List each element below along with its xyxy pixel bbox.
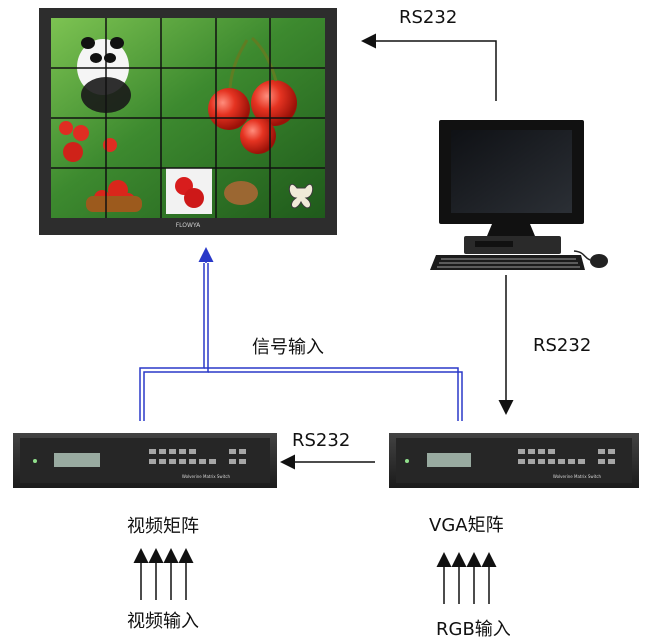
rs232-label-top: RS232	[399, 7, 458, 28]
signal-line-left-inner	[143, 263, 209, 421]
video-wall-brand: FLOWYA	[176, 222, 201, 229]
signal-line-right-inner	[208, 371, 463, 421]
vga-matrix-display	[427, 453, 471, 467]
rgb-input-label: RGB输入	[436, 619, 511, 640]
signal-input-label: 信号输入	[252, 337, 324, 358]
strawberry-2	[184, 188, 204, 208]
tomato-5	[108, 180, 128, 200]
monitor-screen	[451, 130, 572, 213]
video-matrix-buttons	[149, 449, 246, 464]
vga-matrix-buttons	[518, 449, 615, 464]
vga-matrix-device: Wolverine Matrix Switch	[389, 433, 639, 488]
cherry-stem-right	[250, 36, 278, 82]
vga-matrix-title: Wolverine Matrix Switch	[553, 474, 602, 479]
mouse-cable	[573, 250, 591, 261]
cherry-stem-left	[228, 39, 249, 89]
pc-drive-bay	[475, 241, 513, 247]
signal-connections	[139, 247, 463, 421]
panda-eye-right	[104, 53, 116, 63]
fruit-basket	[86, 196, 142, 212]
rs232-computer-to-wall	[361, 33, 497, 101]
keyboard-keys	[437, 258, 580, 268]
video-input-label: 视频输入	[127, 611, 199, 632]
cherry-large-right	[251, 80, 297, 126]
rs232-label-middle: RS232	[292, 430, 351, 451]
video-matrix-power-light	[33, 459, 37, 463]
signal-line-left-outer	[139, 263, 205, 421]
video-matrix-device: Wolverine Matrix Switch	[13, 433, 277, 488]
cherry-large-bottom	[240, 118, 276, 154]
video-matrix-label: 视频矩阵	[127, 516, 199, 537]
panda-eye-left	[90, 53, 102, 63]
computer	[430, 120, 608, 270]
tomato-3	[63, 142, 83, 162]
tomato-2	[73, 125, 89, 141]
butterfly-image	[288, 183, 314, 209]
input-arrows	[133, 548, 497, 604]
cherry-large-left	[208, 88, 250, 130]
video-matrix-display	[54, 453, 100, 467]
tomato-1	[59, 121, 73, 135]
panda-ear-left	[81, 37, 95, 49]
mouse	[590, 254, 608, 268]
video-wall: FLOWYA	[39, 8, 337, 235]
vga-matrix-power-light	[405, 459, 409, 463]
tomato-4	[103, 138, 117, 152]
video-matrix-title: Wolverine Matrix Switch	[182, 474, 231, 479]
monitor-stand	[487, 224, 535, 236]
rs232-label-right: RS232	[533, 335, 592, 356]
squirrel-image	[224, 181, 258, 205]
control-connections	[280, 33, 514, 470]
panda-ear-right	[110, 37, 124, 49]
vga-matrix-label: VGA矩阵	[429, 515, 504, 536]
signal-line-right-outer	[204, 367, 459, 421]
